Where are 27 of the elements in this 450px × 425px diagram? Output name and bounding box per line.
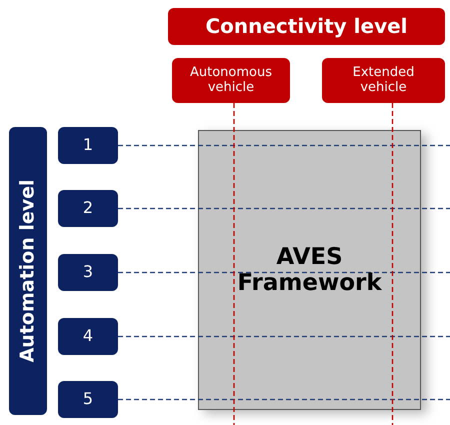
row-header bbox=[58, 318, 118, 355]
header-band bbox=[9, 127, 47, 415]
row-header bbox=[58, 190, 118, 227]
row-header bbox=[58, 381, 118, 418]
label-text: 4 bbox=[82, 327, 94, 346]
label-text: 2 bbox=[82, 199, 94, 218]
label-text: 5 bbox=[82, 390, 94, 409]
label-text: Connectivity level bbox=[205, 15, 408, 38]
grid-line bbox=[118, 144, 450, 146]
label-text: 3 bbox=[82, 263, 94, 282]
framework-box bbox=[198, 130, 421, 410]
grid-line bbox=[118, 336, 450, 338]
label-text: Autonomous vehicle bbox=[188, 66, 273, 96]
grid-line bbox=[118, 398, 450, 400]
grid-line bbox=[118, 208, 450, 210]
row-header bbox=[58, 127, 118, 164]
label-text: AVES Framework bbox=[236, 244, 383, 296]
label-text: Automation level bbox=[17, 180, 39, 362]
grid-line bbox=[118, 272, 450, 274]
grid-line bbox=[392, 103, 394, 425]
grid-line bbox=[233, 103, 235, 425]
row-header bbox=[58, 254, 118, 291]
label-text: 1 bbox=[82, 136, 94, 155]
column-header bbox=[172, 58, 290, 103]
column-header bbox=[322, 58, 445, 103]
label-text: Extended vehicle bbox=[352, 66, 416, 96]
header-band bbox=[168, 8, 445, 45]
